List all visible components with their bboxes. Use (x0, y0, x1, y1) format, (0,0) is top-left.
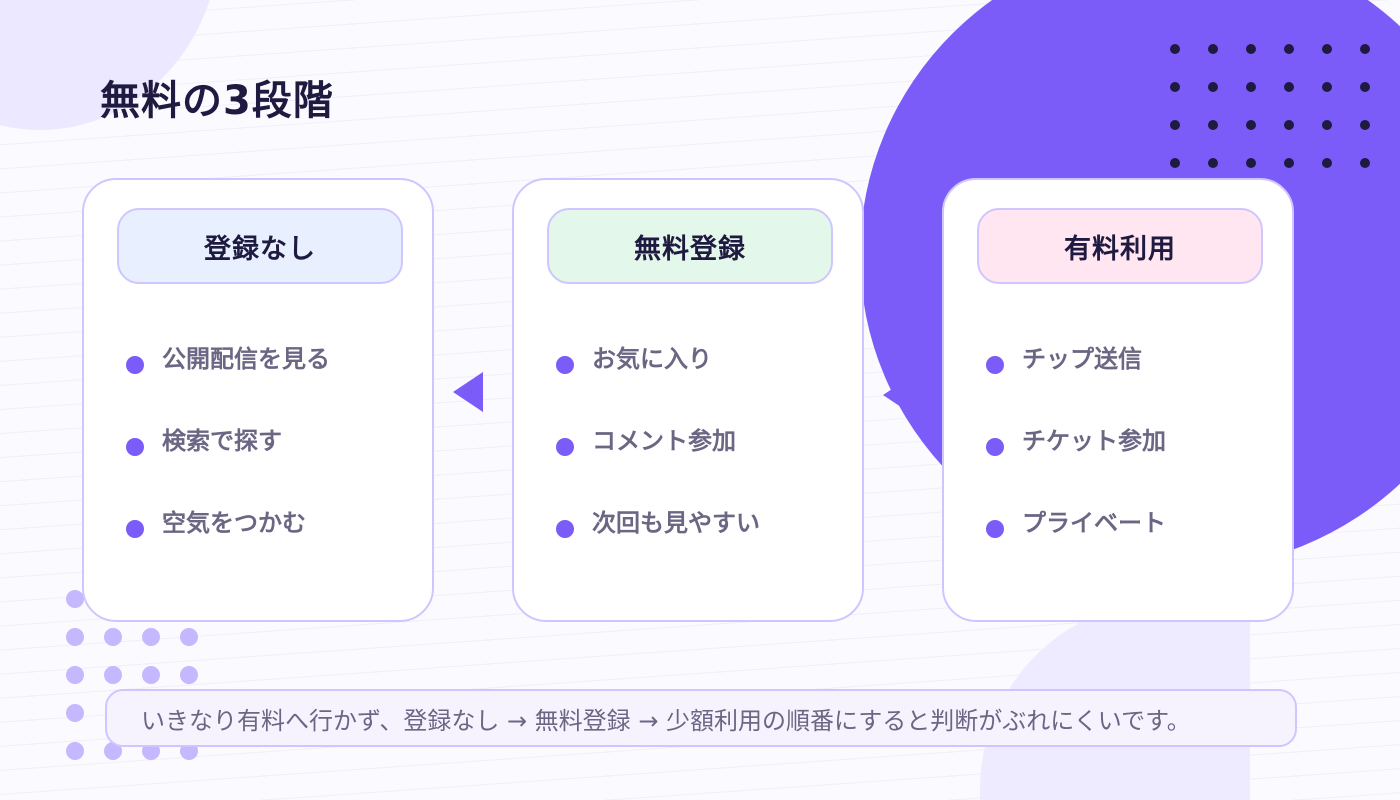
list-item-label: お気に入り (592, 345, 712, 373)
list-item: コメント参加 (556, 426, 760, 508)
bullet-icon (126, 356, 144, 374)
stage-item-list: お気に入り コメント参加 次回も見やすい (556, 344, 760, 590)
bullet-icon (986, 356, 1004, 374)
list-item-label: 空気をつかむ (162, 509, 306, 537)
list-item: チップ送信 (986, 344, 1166, 426)
list-item: お気に入り (556, 344, 760, 426)
stage-item-list: チップ送信 チケット参加 プライベート (986, 344, 1166, 590)
list-item: 公開配信を見る (126, 344, 330, 426)
stage-header: 有料利用 (977, 208, 1263, 284)
decor-dot-grid-top-right (1168, 42, 1372, 170)
bullet-icon (556, 438, 574, 456)
bullet-icon (986, 438, 1004, 456)
list-item-label: チケット参加 (1022, 427, 1166, 455)
list-item: 次回も見やすい (556, 508, 760, 590)
stage-card-no-registration: 登録なし 公開配信を見る 検索で探す 空気をつかむ (82, 178, 434, 622)
arrow-left-icon (883, 375, 913, 415)
bullet-icon (556, 356, 574, 374)
bullet-icon (126, 438, 144, 456)
list-item-label: チップ送信 (1022, 345, 1142, 373)
page-title: 無料の3段階 (100, 78, 334, 124)
list-item: 検索で探す (126, 426, 330, 508)
summary-note: いきなり有料へ行かず、登録なし → 無料登録 → 少額利用の順番にすると判断がぶ… (105, 689, 1297, 747)
bullet-icon (126, 520, 144, 538)
list-item: チケット参加 (986, 426, 1166, 508)
stage-header: 登録なし (117, 208, 403, 284)
list-item-label: 公開配信を見る (162, 345, 330, 373)
bullet-icon (986, 520, 1004, 538)
bullet-icon (556, 520, 574, 538)
list-item: 空気をつかむ (126, 508, 330, 590)
list-item-label: コメント参加 (592, 427, 736, 455)
arrow-left-icon (453, 372, 483, 412)
list-item: プライベート (986, 508, 1166, 590)
stage-card-free-registration: 無料登録 お気に入り コメント参加 次回も見やすい (512, 178, 864, 622)
stage-card-paid-use: 有料利用 チップ送信 チケット参加 プライベート (942, 178, 1294, 622)
list-item-label: プライベート (1022, 509, 1166, 537)
decor-dot-grid-bottom-left (66, 590, 198, 760)
list-item-label: 次回も見やすい (592, 509, 760, 537)
list-item-label: 検索で探す (162, 427, 282, 455)
stage-header: 無料登録 (547, 208, 833, 284)
stage-item-list: 公開配信を見る 検索で探す 空気をつかむ (126, 344, 330, 590)
